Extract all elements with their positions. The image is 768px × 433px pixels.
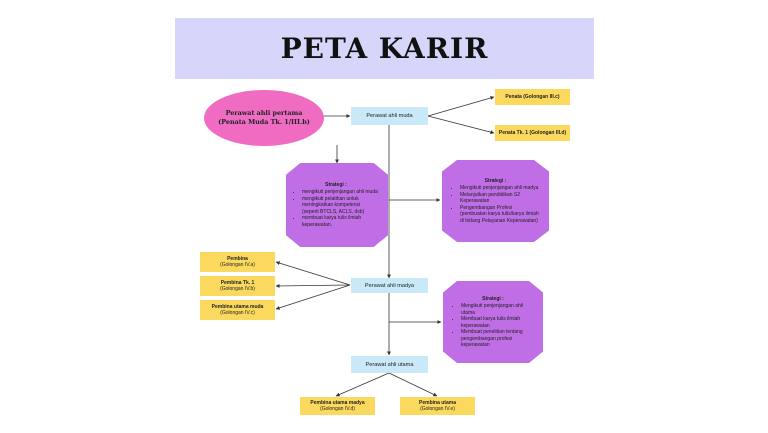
title-banner: PETA KARIR xyxy=(175,18,594,79)
arrow-muda-to-penata xyxy=(427,96,495,117)
strategy-1-item: mengikuti pelatihan untuk meningkatkan k… xyxy=(302,196,378,216)
rank-pembina-utama-madya-node: Pembina utama madya (Golongan IV.d) xyxy=(300,397,375,415)
level-madya-label: Perawat ahli madya xyxy=(364,282,415,289)
rank-pembina-node: Pembina (Golongan IV.a) xyxy=(200,252,275,272)
level-utama-label: Perawat ahli utama xyxy=(365,361,414,368)
start-position-rank: (Penata Muda Tk. 1/III.b) xyxy=(218,118,310,126)
strategy-3-list: Mengikuti penjenjangan ahli utama Membua… xyxy=(453,303,533,349)
level-madya-node: Perawat ahli madya xyxy=(351,278,428,293)
strategy-3-title: Strategi : xyxy=(482,295,504,302)
arrow-muda-to-penata-tk1 xyxy=(427,115,495,135)
arrow-utama-to-pembina-utama xyxy=(388,372,438,397)
rank-pembina-utama-madya-golongan: (Golongan IV.d) xyxy=(320,406,355,412)
strategy-1-item: membuat karya tulis ilmiah keperawatan. xyxy=(302,215,378,228)
rank-pembina-utama-label: Pembina utama xyxy=(419,399,456,406)
rank-pembina-tk1-golongan: (Golongan IV.b) xyxy=(220,286,255,292)
rank-pembina-utama-muda-label: Pembina utama muda xyxy=(211,303,264,310)
strategy-2-list: Mengikuti penjenjangan ahli madya Melanj… xyxy=(452,185,539,224)
level-utama-node: Perawat ahli utama xyxy=(351,356,428,373)
start-position-node: Perawat ahli pertama (Penata Muda Tk. 1/… xyxy=(204,90,324,146)
strategy-box-ahli-muda: Strategi : mengikuti penjenjangan ahli m… xyxy=(286,163,388,247)
rank-penata-label: Penata (Golongan III.c) xyxy=(505,93,560,100)
arrow-madya-to-pembina xyxy=(275,261,351,286)
strategy-box-ahli-madya: Strategi : Mengikuti penjenjangan ahli m… xyxy=(442,160,549,242)
strategy-1-title: Strategi : xyxy=(325,181,347,188)
strategy-2-item: Melanjutkan pendidikan S2 Keperawatan xyxy=(460,192,539,205)
strategy-3-item: Membuat karya tulis ilmiah keperawatan xyxy=(461,316,533,329)
strategy-1-item: mengikuti penjenjangan ahli muda xyxy=(302,189,378,196)
rank-pembina-utama-node: Pembina utama (Golongan IV.e) xyxy=(400,397,475,415)
rank-pembina-utama-muda-golongan: (Golongan IV.c) xyxy=(220,310,255,316)
rank-penata-tk1-node: Penata Tk. 1 (Golongan III.d) xyxy=(495,125,570,141)
level-muda-label: Perawat ahli muda xyxy=(366,113,413,119)
rank-penata-tk1-label: Penata Tk. 1 (Golongan III.d) xyxy=(498,129,567,136)
strategy-3-item: Membuat penelitian tentang pengembangan … xyxy=(461,329,533,349)
rank-penata-node: Penata (Golongan III.c) xyxy=(495,89,570,105)
rank-pembina-utama-muda-node: Pembina utama muda (Golongan IV.c) xyxy=(200,300,275,320)
arrow-madya-to-pembina-utama-muda xyxy=(275,284,351,310)
arrow-utama-to-pembina-utama-madya xyxy=(335,372,390,397)
rank-pembina-utama-golongan: (Golongan IV.e) xyxy=(420,406,455,412)
rank-pembina-tk1-label: Pembina Tk. 1 xyxy=(220,279,255,286)
rank-pembina-tk1-node: Pembina Tk. 1 (Golongan IV.b) xyxy=(200,276,275,296)
rank-pembina-golongan: (Golongan IV.a) xyxy=(220,262,255,268)
strategy-2-title: Strategi : xyxy=(484,177,507,184)
strategy-3-item: Mengikuti penjenjangan ahli utama xyxy=(461,303,533,316)
rank-pembina-label: Pembina xyxy=(227,255,248,262)
rank-pembina-utama-madya-label: Pembina utama madya xyxy=(310,399,365,406)
strategy-2-item: Pengembangan Profesi (pembuatan karya tu… xyxy=(460,205,539,225)
start-position-title: Perawat ahli pertama xyxy=(225,109,303,118)
arrow-madya-to-pembina-tk1 xyxy=(275,283,351,288)
level-muda-node: Perawat ahli muda xyxy=(351,107,428,125)
strategy-1-list: mengikuti penjenjangan ahli muda mengiku… xyxy=(294,189,378,228)
page-title: PETA KARIR xyxy=(280,32,489,65)
strategy-2-item: Mengikuti penjenjangan ahli madya xyxy=(460,185,539,192)
strategy-box-ahli-utama: Strategi : Mengikuti penjenjangan ahli u… xyxy=(443,281,543,363)
